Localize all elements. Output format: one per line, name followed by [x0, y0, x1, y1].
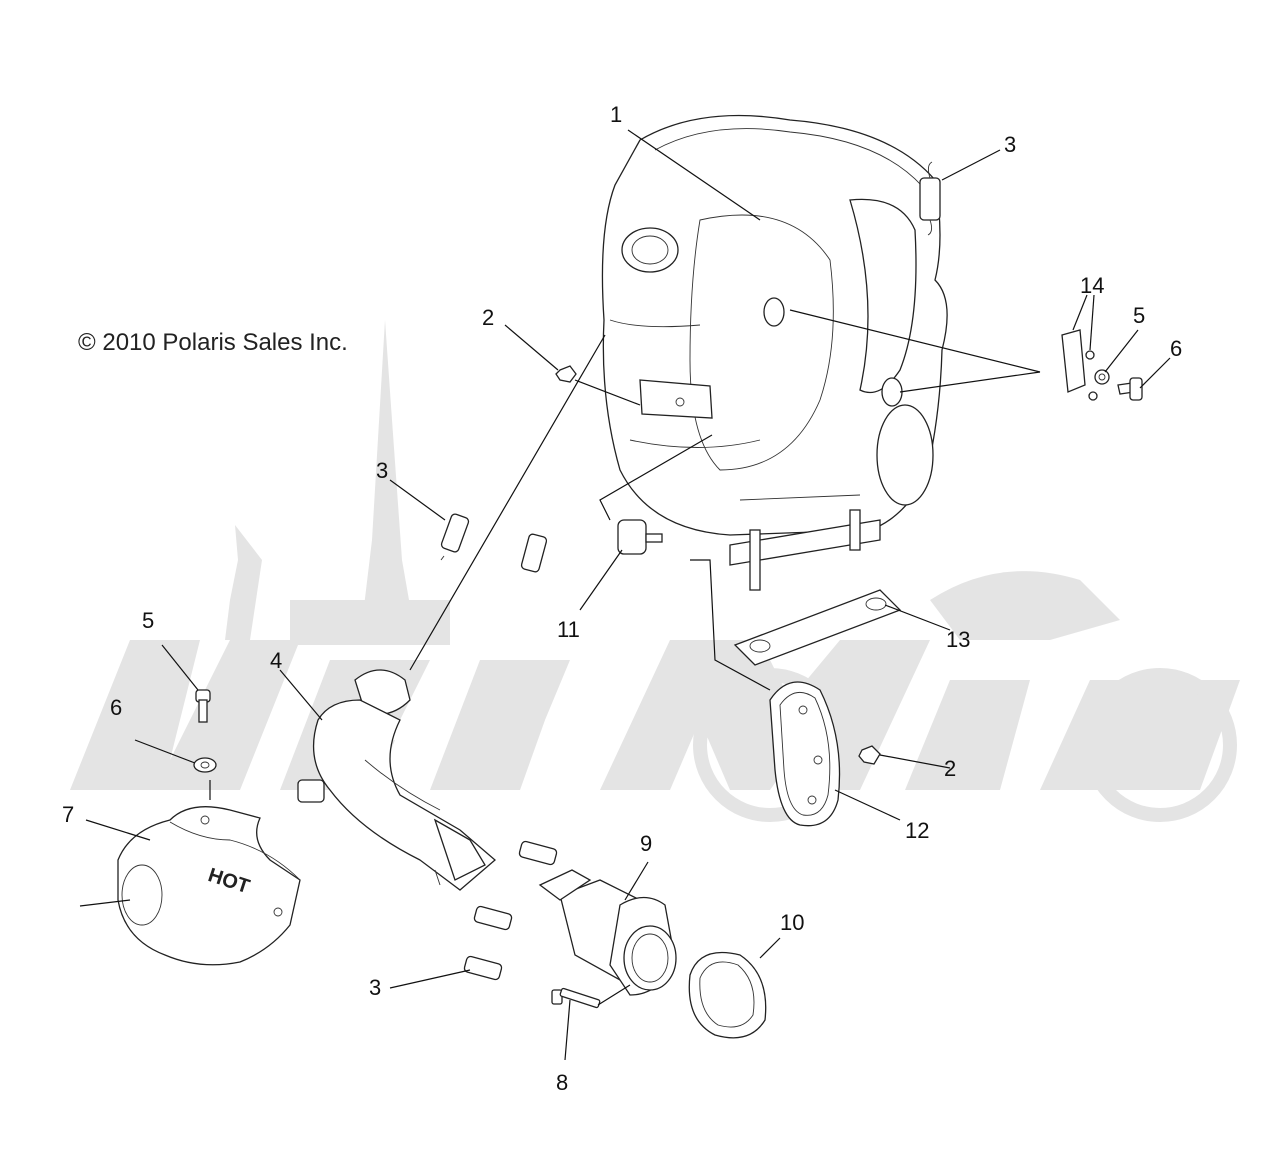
callout-10: 10 [780, 910, 804, 935]
callout-12: 12 [905, 818, 929, 843]
part-spring-lower-b [473, 905, 513, 931]
part-spring-lower-a [518, 840, 558, 866]
callout-1: 1 [610, 102, 622, 127]
part-gasket-small [688, 951, 767, 1039]
part-spring-mid [520, 533, 548, 573]
part-exhaust-pipe [297, 669, 496, 891]
part-heat-shield: HOT [117, 806, 301, 966]
part-washer-left [193, 757, 217, 773]
part-spring-lower-c [463, 955, 503, 981]
part-plate [733, 589, 902, 666]
copyright-text: © 2010 Polaris Sales Inc. [78, 329, 348, 356]
callout-5-left: 5 [142, 608, 154, 633]
callout-labels: 1 2 3 14 5 6 3 11 13 5 4 6 2 7 12 9 10 3… [62, 102, 1182, 1095]
callout-2-lower: 2 [944, 756, 956, 781]
callout-13: 13 [946, 627, 970, 652]
callout-3-top: 3 [1004, 132, 1016, 157]
callout-4: 4 [270, 648, 282, 673]
callout-6-left: 6 [110, 695, 122, 720]
callout-3-left: 3 [376, 458, 388, 483]
leader-lines [79, 129, 1171, 1061]
callout-3-bottom: 3 [369, 975, 381, 1000]
callout-6-right: 6 [1170, 336, 1182, 361]
part-isolator [617, 519, 663, 555]
callout-11: 11 [557, 617, 580, 642]
callout-8: 8 [556, 1070, 568, 1095]
part-spring-top [919, 161, 941, 236]
part-spring-left [440, 513, 470, 561]
part-muffler [601, 114, 948, 591]
watermark-logo [70, 320, 1240, 822]
part-pin [551, 987, 601, 1009]
part-bracket-hardware [1061, 329, 1143, 401]
part-head-pipe [538, 869, 677, 996]
part-nut-upper [555, 365, 577, 383]
part-nut-lower [858, 745, 881, 765]
callout-7: 7 [62, 802, 74, 827]
callout-9: 9 [640, 831, 652, 856]
callout-5-right: 5 [1133, 303, 1145, 328]
part-gasket-large [769, 681, 841, 827]
part-bolt-left [195, 689, 211, 723]
callout-14: 14 [1080, 273, 1104, 298]
callout-2-upper: 2 [482, 305, 494, 330]
